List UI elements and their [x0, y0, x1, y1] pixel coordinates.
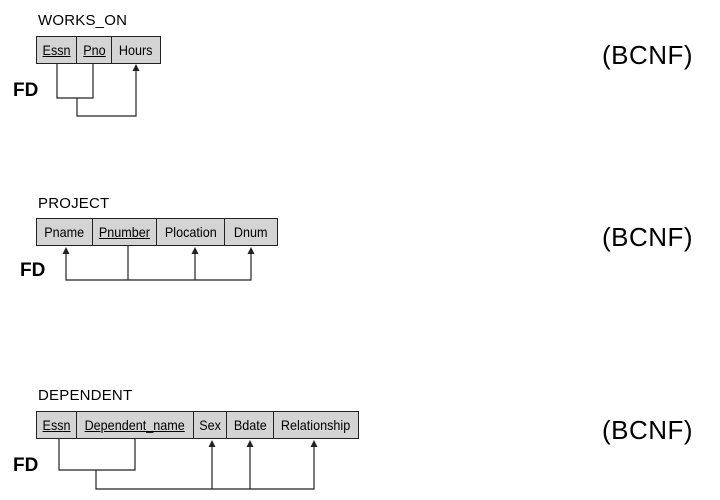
relation-table-dependent: Essn Dependent_name Sex Bdate Relationsh… [36, 411, 359, 439]
attribute-cell: Relationship [274, 412, 358, 438]
fd-line-works-on-key [56, 64, 94, 99]
relation-name-works-on: WORKS_ON [38, 12, 128, 29]
relation-table-project: Pname Pnumber Plocation Dnum [36, 218, 278, 246]
attribute-label: Essn [42, 417, 71, 433]
attribute-cell: Essn [37, 37, 77, 63]
attribute-cell: Plocation [157, 219, 225, 245]
relation-name-project: PROJECT [38, 195, 110, 212]
attribute-label: Relationship [281, 417, 351, 433]
attribute-cell: Sex [194, 412, 227, 438]
attribute-cell: Dnum [225, 219, 277, 245]
attribute-cell: Hours [112, 37, 160, 63]
attribute-label: Pname [44, 224, 85, 240]
attribute-cell: Pname [37, 219, 93, 245]
normal-form-label: (BCNF) [602, 222, 694, 252]
attribute-label: Hours [119, 42, 153, 58]
arrowhead [310, 440, 318, 447]
attribute-label: Pno [82, 42, 106, 58]
fd-line-project [65, 254, 252, 281]
arrowhead [191, 247, 199, 254]
arrowhead [132, 64, 140, 71]
fd-label: FD [13, 80, 39, 101]
arrowhead [62, 247, 70, 254]
attribute-cell: Dependent_name [77, 412, 194, 438]
fd-label: FD [13, 455, 39, 476]
normal-form-label: (BCNF) [602, 415, 694, 445]
attribute-label: Plocation [164, 224, 217, 240]
fd-line-dependent-key [58, 439, 136, 471]
attribute-cell: Pnumber [93, 219, 157, 245]
relation-name-dependent: DEPENDENT [38, 387, 133, 404]
relation-table-works-on: Essn Pno Hours [36, 36, 161, 64]
attribute-label: Sex [199, 417, 221, 433]
attribute-cell: Pno [77, 37, 112, 63]
attribute-label: Pnumber [98, 224, 151, 240]
attribute-cell: Bdate [227, 412, 274, 438]
arrowhead [246, 440, 254, 447]
attribute-label: Bdate [233, 417, 267, 433]
attribute-cell: Essn [37, 412, 77, 438]
fd-label: FD [20, 260, 46, 281]
arrowhead [247, 247, 255, 254]
attribute-label: Essn [42, 42, 71, 58]
fd-line-works-on-dep [76, 70, 137, 117]
attribute-label: Dnum [234, 224, 268, 240]
attribute-label: Dependent_name [84, 417, 186, 433]
normal-form-label: (BCNF) [602, 40, 694, 70]
fd-line-dependent-dep [95, 446, 315, 490]
arrowhead [208, 440, 216, 447]
